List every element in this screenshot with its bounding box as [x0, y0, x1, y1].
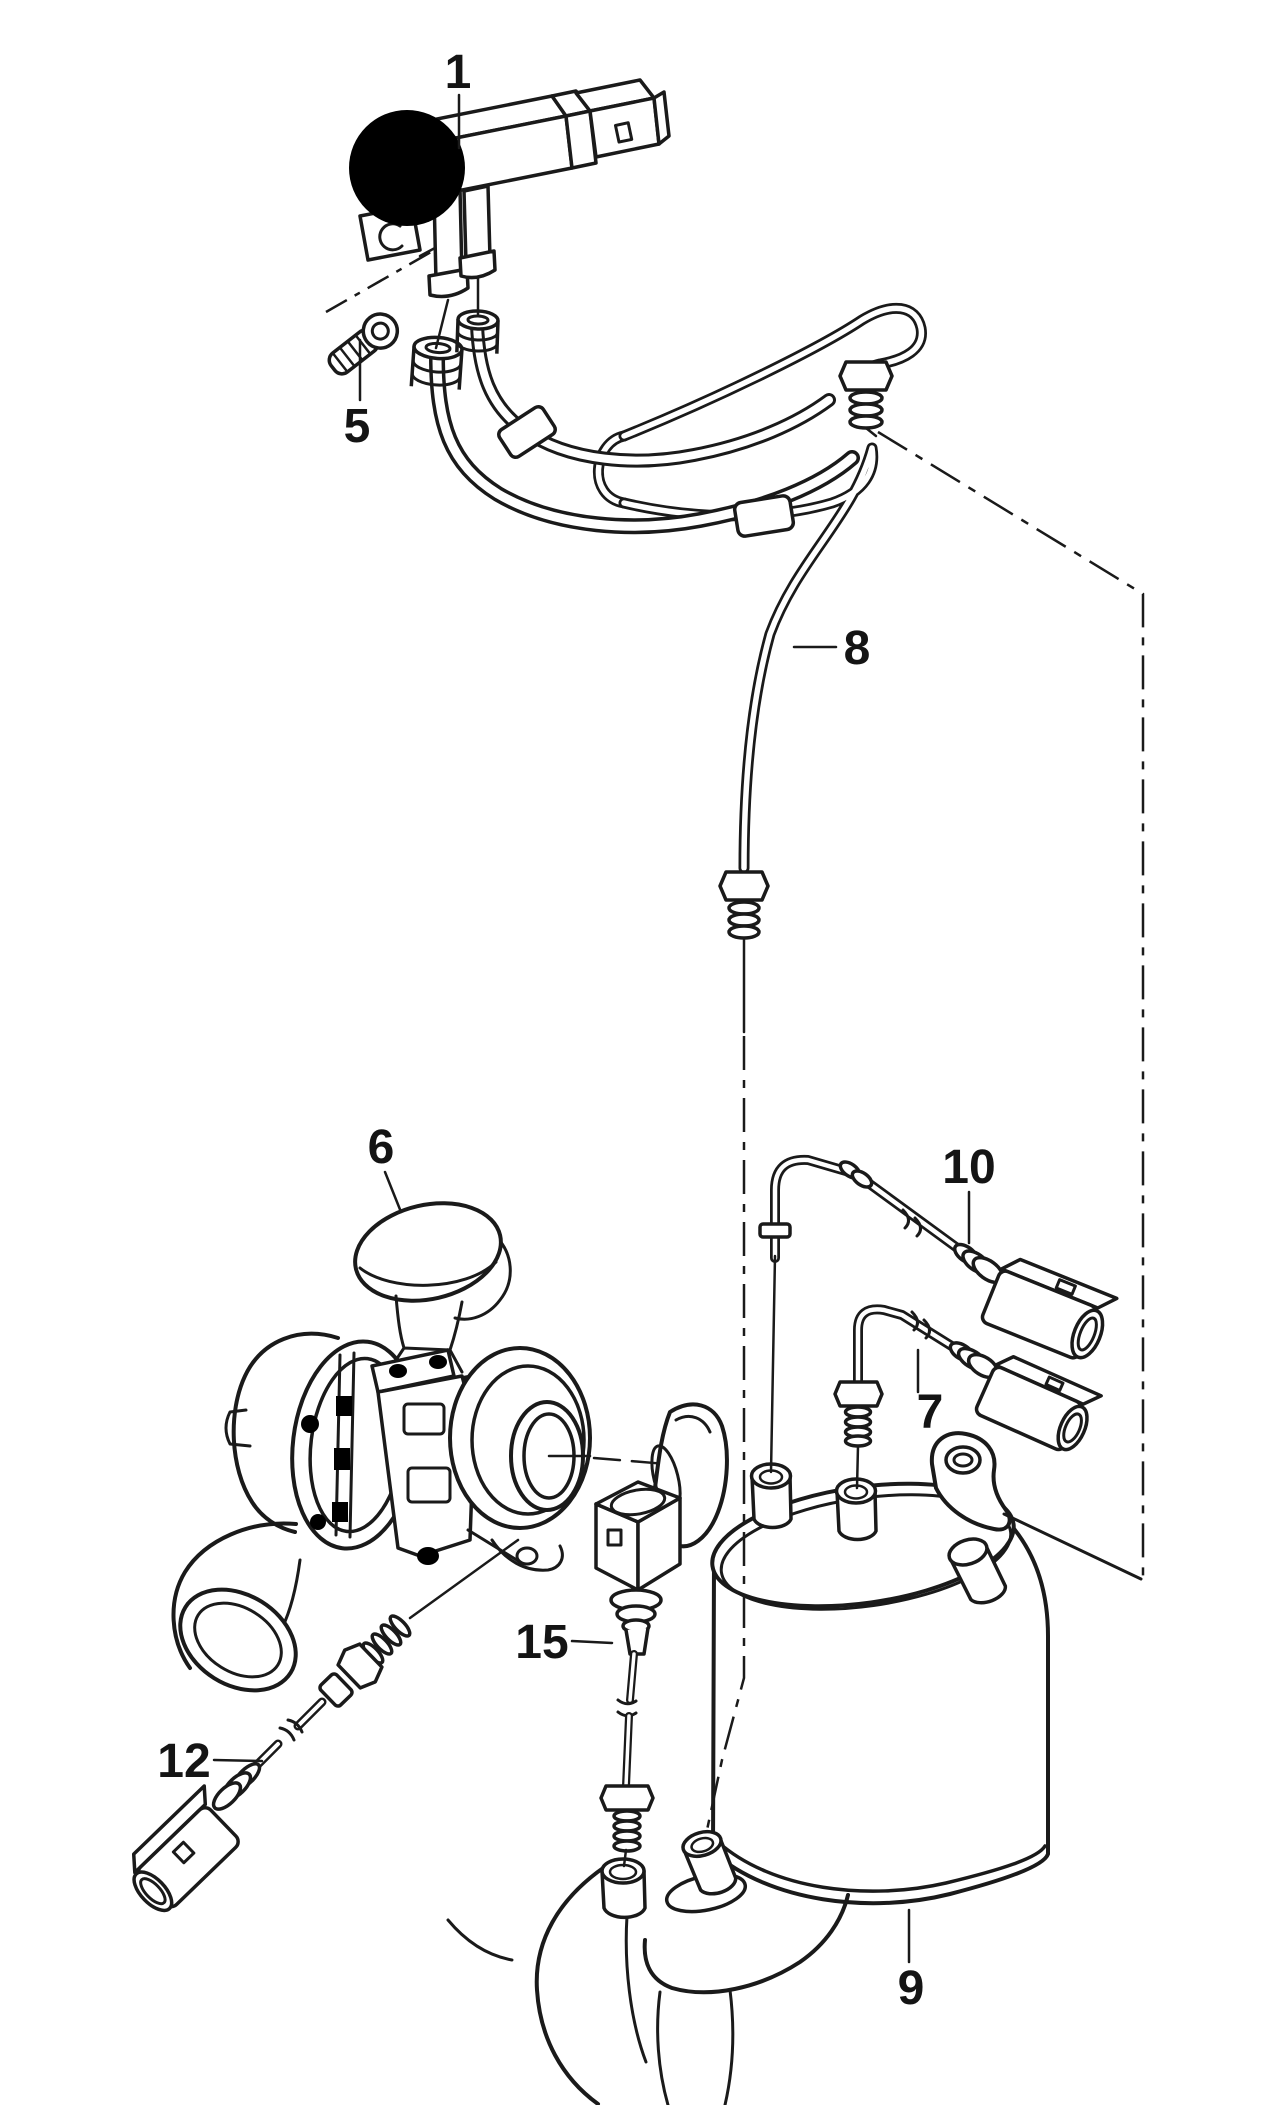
- sensor-boss-left: [749, 1462, 793, 1530]
- hose-sleeve-2: [732, 494, 796, 538]
- callout-10: 10: [942, 1141, 995, 1194]
- egt-sensor-15: [594, 1480, 682, 1868]
- hose-sleeve-1: [497, 404, 557, 460]
- pipe-boss-left: [600, 1857, 647, 1920]
- actuator-dome: [353, 1201, 503, 1303]
- callout-6: 6: [368, 1121, 395, 1174]
- sensor-15-connector: [594, 1480, 682, 1656]
- callout-12-leader: [212, 1758, 264, 1763]
- callout-7: 7: [917, 1386, 944, 1439]
- callout-15-leader: [570, 1639, 614, 1645]
- vacuum-pipe-assembly: [409, 302, 927, 940]
- left-centerline: [705, 1036, 746, 1831]
- callout-15: 15: [515, 1616, 568, 1669]
- reference-lines: [325, 238, 1145, 1580]
- callout-12: 12: [157, 1735, 210, 1788]
- lambda-probe-12: [131, 1538, 520, 1913]
- oil-drain-elbow: [171, 1521, 298, 1670]
- turbine-housing: [231, 1331, 340, 1534]
- egt-sensor-10: [758, 1154, 1119, 1474]
- turbocharger: [171, 1201, 592, 1693]
- catalytic-converter: [710, 1481, 1050, 1906]
- sensor-10-connector: [980, 1257, 1119, 1360]
- callout-1: 1: [445, 46, 472, 99]
- callouts: 1 5 6 7 8 9 10 12 15: [157, 46, 995, 2015]
- egt-sensor-7: [833, 1304, 1103, 1490]
- pipe-boss-right: [681, 1829, 738, 1896]
- sensor-7-connector: [974, 1354, 1103, 1452]
- sensor-10-probe-line: [769, 1254, 777, 1474]
- sensor-15-probe-line: [622, 1848, 628, 1868]
- mounting-bracket: [929, 1431, 1143, 1581]
- pressure-sensor: [349, 78, 671, 350]
- pipe-union-fitting-lower: [718, 870, 770, 940]
- socket-head-screw: [327, 312, 400, 376]
- sensor-12-connector: [131, 1784, 240, 1913]
- callout-5: 5: [344, 400, 371, 453]
- right-centerline: [877, 430, 1145, 1580]
- callout-8: 8: [844, 622, 871, 675]
- blackout-marker: [349, 110, 465, 226]
- callout-6-leader: [383, 1170, 403, 1214]
- pipe-union-fitting-upper: [838, 360, 894, 438]
- callout-9: 9: [898, 1962, 925, 2015]
- bracket-boss: [947, 1537, 1008, 1605]
- exhaust-downpipe: [446, 1829, 850, 2105]
- sensor-12-probe-line: [408, 1538, 520, 1620]
- sensor-boss-mid: [834, 1477, 878, 1542]
- sensor-7-probe-line: [855, 1444, 860, 1490]
- connector-keyway: [613, 121, 634, 144]
